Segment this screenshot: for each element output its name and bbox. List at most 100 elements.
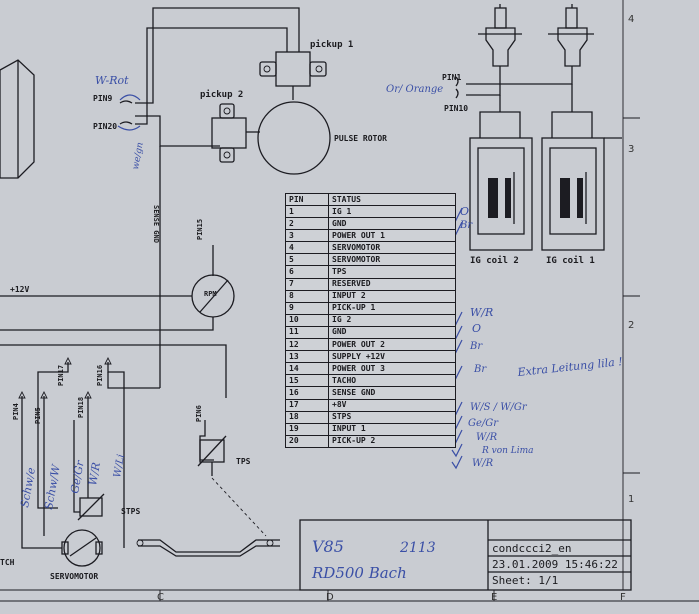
ig-coil-1: IG coil 1 — [541, 84, 622, 266]
extra-wire-note: Extra Leitung lila ! — [516, 355, 623, 379]
rpm-label: RPM — [204, 290, 217, 298]
pin20-label: PIN20 — [93, 122, 117, 131]
table-cell-status: GND — [328, 217, 456, 231]
tps-label: TPS — [236, 457, 251, 466]
title-filename: condccci2_en — [492, 542, 571, 555]
table-header-status: STATUS — [328, 193, 456, 206]
table-header-row: PIN STATUS — [285, 193, 456, 206]
table-cell-pin: 8 — [285, 289, 329, 303]
table-cell-status: SERVOMOTOR — [328, 253, 456, 267]
pickup-1: pickup 1 — [259, 39, 353, 100]
note-pin1: O — [460, 205, 469, 218]
pickup-1-label: pickup 1 — [310, 39, 353, 50]
pin15-label: PIN15 — [196, 219, 204, 240]
table-cell-pin: 17 — [285, 398, 329, 412]
pin4-label: PIN4 — [12, 403, 20, 420]
table-cell-status: STPS — [328, 410, 456, 424]
w-r-note: W/R — [86, 461, 103, 486]
spark-plug-2 — [478, 4, 522, 67]
note-pin2: Br — [459, 220, 473, 231]
table-cell-status: POWER OUT 1 — [328, 229, 456, 243]
table-cell-pin: 18 — [285, 410, 329, 424]
pin-color-notes: O Br W/R O Br Br Extra Leitung lila ! W/… — [451, 205, 623, 470]
tch-label: TCH — [0, 558, 15, 567]
pin17-label: PIN17 — [57, 365, 65, 386]
table-header-pin: PIN — [285, 193, 329, 206]
table-cell-status: SENSE GND — [328, 386, 456, 400]
sense-gnd-label: SENSE GND — [152, 205, 160, 243]
note-pin16: W/S / W/Gr — [470, 402, 528, 413]
note-pin19: R von Lima — [481, 446, 534, 456]
sense-gnd-line: SENSE GND we/gn — [131, 141, 160, 243]
ge-gr-note: Ge/Gr — [68, 459, 87, 495]
grid-label: 1 — [628, 494, 634, 505]
ecu-box — [0, 59, 35, 179]
table-cell-pin: 7 — [285, 277, 329, 291]
table-cell-status: PICK-UP 1 — [328, 301, 456, 315]
pin10-label: PIN10 — [444, 104, 468, 113]
table-cell-status: IG 1 — [328, 204, 456, 219]
table-cell-pin: 5 — [285, 253, 329, 267]
note-pin17: Ge/Gr — [468, 418, 499, 429]
table-cell-pin: 2 — [285, 217, 329, 231]
grid-label: E — [491, 592, 497, 603]
table-cell-pin: 19 — [285, 422, 329, 436]
stps-label: STPS — [121, 507, 140, 516]
table-cell-status: POWER OUT 3 — [328, 362, 456, 376]
schw-w-note: Schw/W — [42, 462, 63, 510]
pin6-label: PIN6 — [195, 405, 203, 422]
pulse-rotor-label: PULSE ROTOR — [334, 134, 387, 143]
pin5-label: PIN5 — [34, 407, 42, 424]
table-cell-pin: 4 — [285, 241, 329, 255]
note-pin10: O — [472, 322, 481, 335]
table-cell-status: RESERVED — [328, 277, 456, 291]
pickup-2-label: pickup 2 — [200, 89, 243, 100]
table-cell-pin: 3 — [285, 229, 329, 243]
grid-label: 4 — [628, 14, 634, 25]
table-cell-status: INPUT 2 — [328, 289, 456, 303]
table-cell-pin: 11 — [285, 325, 329, 340]
grid-label: C — [157, 592, 164, 603]
table-cell-status: +8V — [328, 398, 456, 412]
note-pin18: W/R — [476, 432, 498, 443]
tps-sensor: PIN6 TPS — [195, 405, 267, 537]
note-pin13: Br — [473, 364, 487, 375]
pulse-rotor: PULSE ROTOR — [257, 101, 387, 175]
table-cell-pin: 13 — [285, 350, 329, 364]
table-cell-status: IG 2 — [328, 313, 456, 327]
schwarz-note: Schw/e — [18, 466, 38, 509]
rpm-gauge: PIN15 RPM +12V — [0, 219, 235, 398]
table-cell-pin: 14 — [285, 362, 329, 376]
title-note-2113: 2113 — [399, 540, 436, 556]
grid-label: D — [326, 592, 334, 603]
ig-coil-2-label: IG coil 2 — [470, 255, 519, 266]
grid-label: 2 — [628, 320, 634, 331]
note-pin11: Br — [469, 341, 483, 352]
pin18-label: PIN18 — [77, 397, 85, 418]
table-cell-status: SUPPLY +12V — [328, 350, 456, 364]
ig-coil-2: IG coil 2 — [469, 95, 533, 266]
table-cell-pin: 15 — [285, 374, 329, 388]
pin1-label: PIN1 — [442, 73, 461, 82]
table-cell-status: INPUT 1 — [328, 422, 456, 436]
table-cell-status: GND — [328, 325, 456, 340]
table-cell-status: SERVOMOTOR — [328, 241, 456, 255]
table-cell-pin: 1 — [285, 204, 329, 219]
